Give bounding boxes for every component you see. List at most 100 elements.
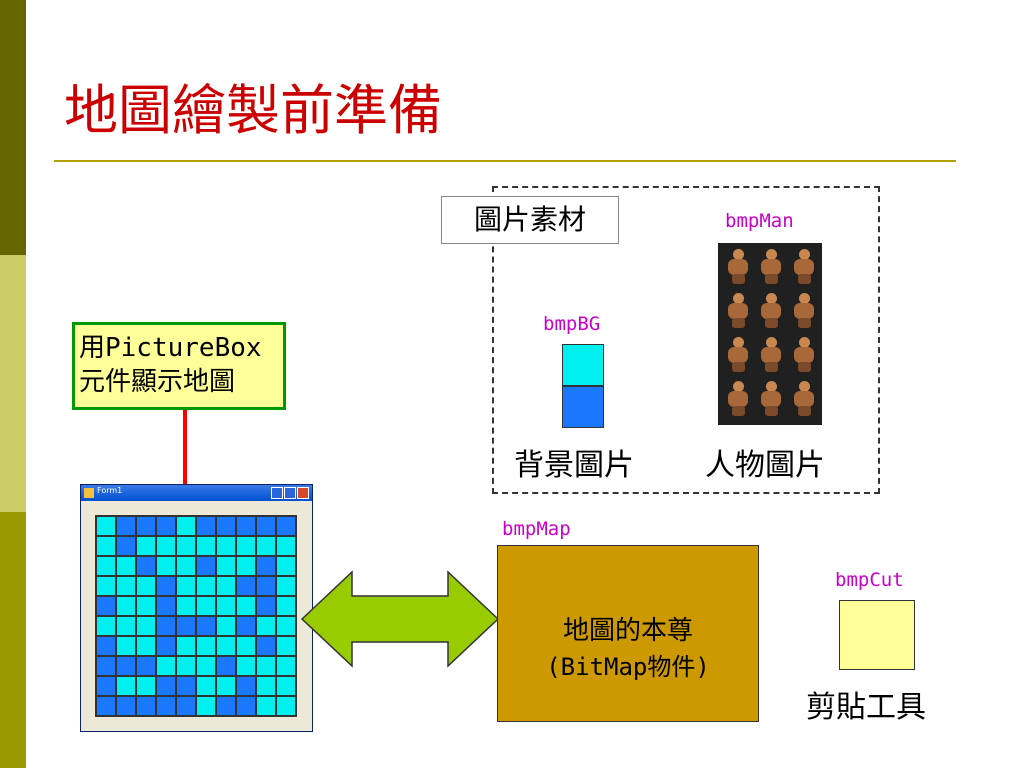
bg-tile-blue [562,386,604,428]
decor-stripe-bottom [0,512,26,768]
bmpbg-var-label: bmpBG [543,313,601,335]
map-tile [136,676,156,696]
map-tile [196,596,216,616]
map-tile [156,516,176,536]
materials-frame [492,186,880,494]
character-sprite-frame [757,291,785,329]
map-tile [96,576,116,596]
map-tile [176,576,196,596]
form-title: Form1 [97,486,123,495]
map-tile [196,676,216,696]
bmpmap-var-label: bmpMap [502,518,571,540]
character-sprite-frame [790,247,818,285]
map-tile [176,656,196,676]
picturebox-note-line1: 用PictureBox [79,333,262,363]
map-tile [116,636,136,656]
map-tile [276,556,296,576]
map-tile [276,616,296,636]
map-tile [136,656,156,676]
map-tile [116,616,136,636]
map-tile [276,636,296,656]
map-tile [136,556,156,576]
map-tile [96,696,116,716]
map-tile [236,616,256,636]
map-tile [176,696,196,716]
map-tile [156,696,176,716]
map-tile [236,536,256,556]
map-tile [116,556,136,576]
bitmap-object-box: 地圖的本尊 (BitMap物件) [497,545,759,722]
form-titlebar: Form1 [81,485,312,501]
map-tile [116,656,136,676]
map-tile [196,516,216,536]
map-tile [136,516,156,536]
map-tile [156,636,176,656]
map-tile [216,656,236,676]
map-tile [276,656,296,676]
map-tile [96,596,116,616]
map-tile [156,676,176,696]
map-tile [276,536,296,556]
map-tile [116,516,136,536]
map-tile [276,696,296,716]
map-tile [256,656,276,676]
minimize-icon[interactable] [271,487,283,499]
form-app-icon [84,488,94,498]
decor-stripe-top [0,0,26,255]
map-tile [216,536,236,556]
character-sprite-frame [724,291,752,329]
map-tile [276,596,296,616]
map-tile [276,516,296,536]
map-tile [256,576,276,596]
map-tile [256,536,276,556]
map-tile [216,596,236,616]
character-image-caption: 人物圖片 [705,448,825,483]
map-tile [276,676,296,696]
form-window: Form1 [80,484,313,732]
map-tile [156,616,176,636]
character-sprite-frame [724,379,752,417]
cut-tool-box [839,600,915,670]
picturebox-note: 用PictureBox 元件顯示地圖 [72,322,286,410]
character-sprite-frame [724,247,752,285]
map-tile [216,676,236,696]
decor-stripe-middle [0,255,26,512]
map-tile [216,636,236,656]
map-tile [236,556,256,576]
bg-tile-cyan [562,344,604,386]
map-tile [136,576,156,596]
map-tile [176,556,196,576]
title-underline [54,160,956,162]
map-tile [116,536,136,556]
map-tile [216,616,236,636]
character-sprite-frame [757,379,785,417]
map-tile [96,556,116,576]
map-tile [236,596,256,616]
bmpcut-var-label: bmpCut [835,569,904,591]
map-tile [236,636,256,656]
maximize-icon[interactable] [284,487,296,499]
map-tile [236,516,256,536]
map-tile [196,536,216,556]
map-tile [136,616,156,636]
map-tile [176,676,196,696]
map-tile [136,696,156,716]
materials-label: 圖片素材 [441,196,619,244]
map-tile [236,576,256,596]
map-tile [176,536,196,556]
map-tile [176,636,196,656]
character-sprite-frame [790,291,818,329]
map-tile [176,516,196,536]
character-sprite-frame [757,247,785,285]
map-tile [156,536,176,556]
bg-image-caption: 背景圖片 [514,448,634,483]
map-tile [156,656,176,676]
cut-tool-caption: 剪貼工具 [806,690,926,725]
map-tile [216,556,236,576]
character-sprite-sheet [718,243,822,425]
map-tile [96,676,116,696]
close-icon[interactable] [297,487,309,499]
map-tile [256,616,276,636]
map-tile [136,596,156,616]
map-grid [95,515,297,717]
